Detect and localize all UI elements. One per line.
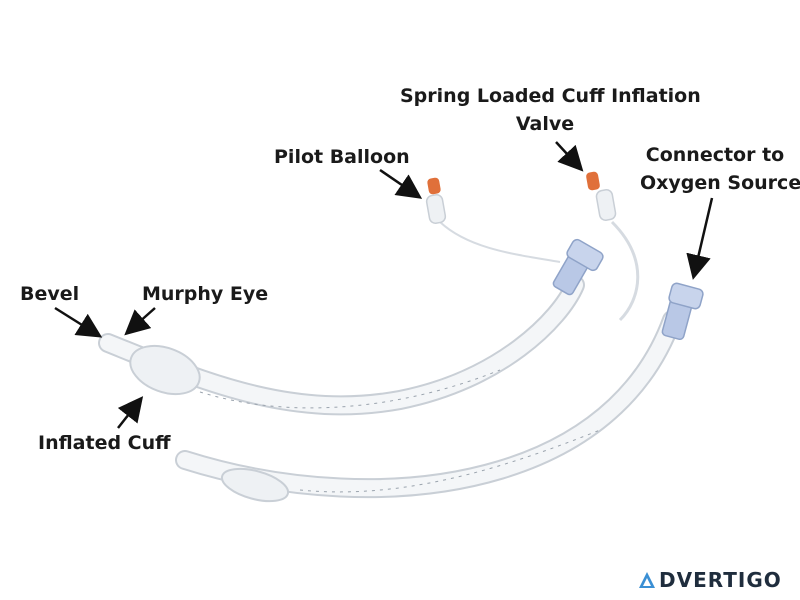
label-connector-line2: Oxygen Source <box>640 172 800 194</box>
spring-valve-shape <box>586 171 617 221</box>
arrow-inflated-cuff <box>117 396 144 429</box>
lower-connector <box>661 282 704 341</box>
inflated-cuff-shape <box>129 344 201 396</box>
label-pilot-balloon: Pilot Balloon <box>274 146 410 168</box>
advertigo-logo-icon <box>639 572 655 588</box>
label-connector-line1: Connector to <box>645 144 785 166</box>
label-inflated-cuff: Inflated Cuff <box>38 432 171 454</box>
label-spring-valve-line2: Valve <box>515 113 575 135</box>
label-spring-valve: Spring Loaded Cuff Inflation Valve <box>400 82 701 138</box>
label-bevel: Bevel <box>20 283 80 305</box>
label-spring-valve-line1: Spring Loaded Cuff Inflation <box>400 85 701 107</box>
pilot-balloon-shape <box>425 177 447 224</box>
arrow-bevel <box>54 306 103 338</box>
label-connector: Connector to Oxygen Source <box>640 141 800 197</box>
advertigo-logo-text: DVERTIGO <box>659 568 782 592</box>
arrow-murphy-eye <box>124 307 156 336</box>
arrow-connector <box>686 197 714 280</box>
upper-connector <box>552 238 604 296</box>
arrow-pilot-balloon <box>379 168 423 199</box>
lower-tube <box>175 282 704 503</box>
arrow-spring-valve <box>555 141 584 172</box>
advertigo-watermark: DVERTIGO <box>637 566 782 594</box>
upper-tube <box>98 238 604 416</box>
inflation-line <box>610 220 640 322</box>
label-murphy-eye: Murphy Eye <box>142 283 269 305</box>
